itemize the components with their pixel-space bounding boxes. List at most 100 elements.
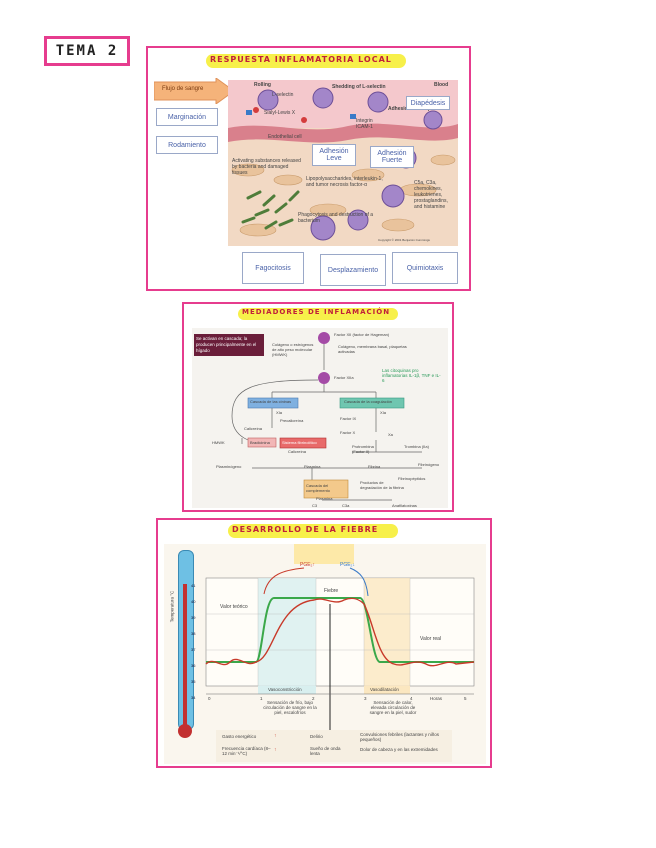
node-sistema: Sistema fibrinolítico (282, 440, 317, 445)
node-xia-left: XIa (276, 410, 283, 415)
sueno-label: Sueño de onda lenta (310, 746, 341, 756)
valor-teorico-label: Valor teórico (220, 604, 248, 610)
pge-up: PGE₂↑ (300, 562, 315, 568)
dlabel-adhesion: Adhesion (388, 106, 411, 112)
dlabel-activating: Activating substances released by bacter… (232, 158, 301, 176)
node-factor12: Factor XII (factor de Hageman) (334, 332, 390, 337)
label-diapedesis: Diapédesis (406, 96, 450, 110)
node-protrombina: Protrombina (Factor II) (352, 444, 374, 454)
dlabel-c5a: C5a, C3a, chemokines, leukotrienes, pros… (414, 180, 448, 210)
node-fibrinopeptidos: Fibrinopéptidos (398, 476, 426, 481)
node-bradicinina: Bradicinina (250, 440, 270, 445)
node-colageno-left: Colágeno o estrógenos de alto peso molec… (272, 342, 314, 357)
node-plasminogeno: Plasminógeno (216, 464, 242, 469)
label-adhesion-fuerte: Adhesión Fuerte (370, 146, 414, 168)
node-precalicreina: Precalicreína (280, 418, 304, 423)
tema-label: TEMA 2 (55, 43, 119, 59)
node-colageno: Colágeno, membrana basal, plaquetas acti… (338, 344, 407, 354)
dlabel-copyright: Copyright © 2001 Benjamin Cummings (378, 238, 430, 242)
dlabel-integrin: Integrin (356, 118, 373, 124)
dlabel-sialyl: Sialyl-Lewis X (264, 110, 296, 116)
section2-title: MEDIADORES DE INFLAMACIÓN (242, 308, 391, 316)
section3-title: DESARROLLO DE LA FIEBRE (232, 525, 379, 534)
mediators-diagram: Se activan en cascada; la producen princ… (192, 328, 448, 508)
horas-label: Horas (430, 696, 443, 701)
node-fibrina: Fibrina (368, 464, 381, 469)
thermo-tick: 39 (191, 615, 196, 620)
dlabel-icam: ICAM-1 (356, 124, 373, 130)
tema-label-box: TEMA 2 (44, 36, 130, 66)
label-adhesion-leve: Adhesión Leve (312, 144, 356, 166)
node-c3a: C3a (342, 503, 350, 508)
node-anafilatoxinas: Anafilatoxinas (392, 503, 417, 508)
x-tick-3: 3 (364, 696, 367, 701)
vasodilatacion-label: Vasodilatación (370, 687, 399, 692)
frecuencia-label: Frecuencia cardíaca (8–12 min⁻¹/°C) (222, 746, 271, 756)
node-hmwk: HMWK (212, 440, 225, 445)
section-inflammation-mediators: MEDIADORES DE INFLAMACIÓN (182, 302, 454, 512)
thermometer-bulb (178, 724, 192, 738)
gasto-arrow: ↑ (274, 733, 277, 739)
frecuencia-arrow: ↑ (274, 747, 277, 753)
x-tick-4: 4 (410, 696, 413, 701)
node-coagulacion: Cascada de la coagulación (344, 399, 393, 404)
label-rodamiento: Rodamiento (156, 136, 218, 154)
x-tick-5: 5 (464, 696, 467, 701)
node-factor12a: Factor XIIa (334, 375, 354, 380)
node-trombina: Trombina (IIa) (404, 444, 429, 449)
node-cininas: Cascada de las cininas (250, 399, 292, 404)
node-complemento: Cascada del complemento (306, 483, 331, 493)
node-plasmina: Plasmina (304, 464, 321, 469)
thermo-tick: 35 (191, 679, 196, 684)
x-tick-2: 2 (312, 696, 315, 701)
fever-chart: 41 40 39 38 37 36 35 34 Temperatura °C (164, 544, 486, 764)
green-note: Las citoquinas pro inflamatorias IL-1β, … (382, 368, 441, 383)
pge-down: PGE₂↓ (340, 562, 355, 568)
valor-real-label: Valor real (420, 636, 442, 642)
dlabel-lselectin: L-selectin (272, 92, 294, 98)
label-quimiotaxis: Quimiotaxis (392, 252, 458, 284)
sensacion-calor: Sensación de calor, elevada circulación … (369, 700, 417, 715)
section-inflammatory-response: RESPUESTA INFLAMATORIA LOCAL Flujo de sa… (146, 46, 471, 291)
dlabel-phago: Phagocytosis and destruction of a bacter… (298, 212, 374, 224)
section1-title: RESPUESTA INFLAMATORIA LOCAL (210, 55, 392, 64)
section-fever-development: DESARROLLO DE LA FIEBRE 41 40 39 38 37 3… (156, 518, 492, 768)
thermo-tick: 38 (191, 631, 196, 636)
dlabel-lipopoly: Lipopolysaccharides, interleukin-1, and … (306, 176, 383, 188)
sensacion-frio: Sensación de frío, bajo circulación de s… (263, 700, 317, 715)
blood-flow-arrow (154, 78, 235, 104)
x-tick-1: 1 (260, 696, 263, 701)
fiebre-label: Fiebre (324, 588, 339, 594)
node-productos: Productos de degradación de la fibrina (360, 480, 404, 490)
node-calicreina2: Calicreína (288, 449, 307, 454)
dlabel-shedding: Shedding of L-selectin (332, 84, 386, 90)
label-desplazamiento: Desplazamiento (320, 254, 386, 286)
node-factor9: Factor IX (340, 416, 357, 421)
gasto-label: Gasto energético (222, 734, 257, 739)
node-xia-right: XIa (380, 410, 387, 415)
x-tick-0: 0 (208, 696, 211, 701)
thermometer-mercury (183, 584, 187, 730)
dlabel-rolling: Rolling (254, 82, 271, 88)
dolor-label: Dolor de cabeza y en las extremidades (360, 747, 438, 752)
dlabel-blood: Blood (434, 82, 449, 88)
node-plasmina2: Plasmina (316, 496, 333, 501)
convulsiones-label: Convulsiones febriles (lactantes y niños… (360, 732, 440, 742)
label-fagocitosis: Fagocitosis (242, 252, 304, 284)
label-marginacion: Marginación (156, 108, 218, 126)
thermo-tick: 40 (191, 599, 196, 604)
node-c3: C3 (312, 503, 318, 508)
node-xa: Xa (388, 432, 393, 437)
liver-note-text: Se activan en cascada; la producen princ… (196, 336, 257, 353)
thermo-tick: 41 (191, 583, 196, 588)
thermo-tick: 37 (191, 647, 196, 652)
liver-note: Se activan en cascada; la producen princ… (194, 334, 264, 356)
node-fibrinogeno: Fibrinógeno (418, 462, 440, 467)
fever-curves (205, 544, 475, 762)
vasoconstriccion-label: Vasoconstricción (268, 687, 302, 692)
dlabel-endothelial: Endothelial cell (268, 134, 302, 140)
node-factor10: Factor X (340, 430, 356, 435)
node-calicreina: Calicreína (244, 426, 263, 431)
delirio-label: Delirio (310, 734, 323, 739)
mediators-connectors (231, 332, 422, 501)
